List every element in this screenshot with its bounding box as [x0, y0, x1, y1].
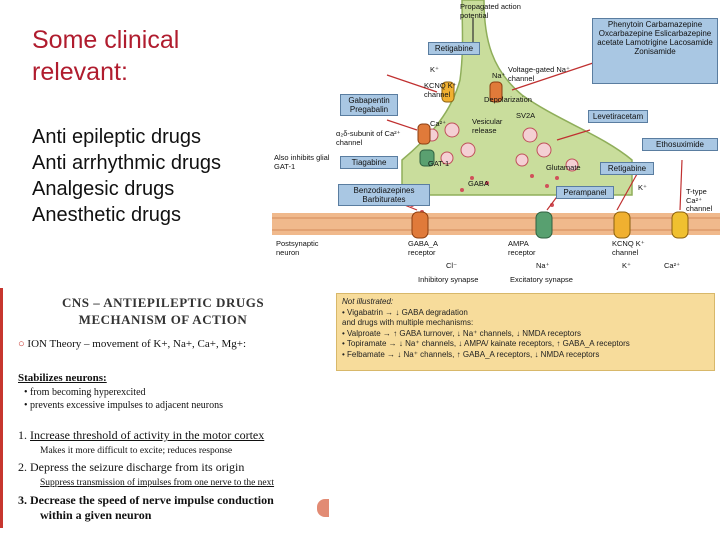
- stabilizes-item-1: • from becoming hyperexcited: [24, 387, 146, 398]
- item-2-sub-text: Suppress transmission of impulses from o…: [40, 478, 275, 488]
- bullet-item: Analgesic drugs: [32, 178, 175, 200]
- kcnq-pre-channel: [441, 81, 455, 103]
- alpha2delta-label: α₂δ-subunit of Ca²⁺ channel: [336, 129, 401, 147]
- na-bottom-label: Na⁺: [536, 261, 550, 270]
- bullet-list: Anti epileptic drugs Anti arrhythmic dru…: [32, 124, 221, 228]
- red-corner-mark: [317, 499, 329, 517]
- ampa-label: AMPA receptor: [508, 239, 536, 257]
- slide-title-line-2: relevant:: [32, 58, 128, 86]
- levetiracetam-box: Levetiracetam: [588, 110, 648, 123]
- tiagabine-box: Tiagabine: [340, 156, 398, 169]
- bullet-item: Anti arrhythmic drugs: [32, 152, 221, 174]
- t-type-channel: [671, 211, 689, 239]
- depolarization-label: Depolarization: [484, 95, 532, 104]
- notes-title-line-1: CNS – ANTIEPILEPTIC DRUGS: [61, 295, 265, 310]
- item-2-sub: Suppress transmission of impulses from o…: [40, 478, 274, 488]
- gaba-a-label: GABA_A receptor: [408, 239, 438, 257]
- not-illustrated-line: • Topiramate → ↓ Na⁺ channels, ↓ AMPA/ k…: [342, 339, 630, 348]
- not-illustrated-line: and drugs with multiple mechanisms:: [342, 318, 474, 327]
- gat1-label: GAT-1: [428, 159, 450, 168]
- ca-channel: [417, 123, 431, 145]
- item-3: 3. Decrease the speed of nerve impulse c…: [18, 493, 274, 508]
- glutamate-label: Glutamate: [546, 163, 581, 172]
- item-3-cont: within a given neuron: [40, 508, 152, 522]
- bullet-item: Anesthetic drugs: [32, 204, 181, 226]
- vesicles: [425, 122, 579, 172]
- k-bottom-label: K⁺: [622, 261, 631, 270]
- gaba-a-receptor: [411, 211, 429, 239]
- voltage-gated-na-label: Voltage-gated Na⁺ channel: [508, 65, 570, 83]
- postsynaptic-label: Postsynaptic neuron: [276, 239, 319, 257]
- kcnq-post-label: KCNQ K⁺ channel: [612, 239, 645, 257]
- ca-label: Ca²⁺: [430, 119, 447, 128]
- perampanel-box: Perampanel: [556, 186, 614, 199]
- item-3-text: Decrease the speed of nerve impulse cond…: [30, 493, 274, 507]
- ethosuximide-box: Ethosuximide: [642, 138, 718, 151]
- presynaptic-terminal: [401, 0, 633, 196]
- item-1-sub: Makes it more difficult to excite; reduc…: [40, 446, 233, 456]
- notes-title: CNS – ANTIEPILEPTIC DRUGS MECHANISM OF A…: [58, 294, 268, 328]
- synapse-illustration: [272, 0, 720, 239]
- bullet-icon: ○: [18, 338, 28, 350]
- cl-label: Cl⁻: [446, 261, 458, 270]
- antiepileptic-mechanism-diagram: Propagated action potential Retigabine P…: [272, 0, 720, 290]
- not-illustrated-title: Not illustrated:: [342, 297, 394, 306]
- k-label: K⁺: [430, 65, 439, 74]
- item-2-number: 2.: [18, 460, 27, 474]
- na-label: Na⁺: [492, 71, 506, 80]
- stabilizes-item-2-text: prevents excessive impulses to adjacent …: [30, 400, 224, 411]
- also-inhibits-label: Also inhibits glial GAT-1: [274, 153, 330, 171]
- antiepileptic-notes: CNS – ANTIEPILEPTIC DRUGS MECHANISM OF A…: [0, 288, 330, 528]
- inhibition-arrows: [386, 59, 683, 211]
- postsynaptic-membrane: [272, 213, 720, 235]
- item-1-text: Increase threshold of activity in the mo…: [30, 428, 265, 442]
- kcnq-pre-label: KCNQ K⁺ channel: [424, 81, 457, 99]
- item-1: 1. Increase threshold of activity in the…: [18, 428, 264, 443]
- retigabine-right-box: Retigabine: [600, 162, 654, 175]
- stabilizes-heading: Stabilizes neurons:: [18, 372, 107, 384]
- sv2a-label: SV2A: [516, 111, 536, 120]
- item-3-number: 3.: [18, 493, 27, 507]
- gabapentin-box: Gabapentin Pregabalin: [340, 94, 398, 116]
- stabilizes-item-1-text: from becoming hyperexcited: [30, 387, 146, 398]
- retigabine-box: Retigabine: [428, 42, 480, 55]
- k-right-label: K⁺: [638, 183, 647, 192]
- ampa-receptor: [535, 211, 553, 239]
- notes-left-bar: [0, 288, 3, 528]
- na-channel: [489, 81, 503, 103]
- propagated-label: Propagated action potential: [460, 2, 521, 20]
- notes-title-line-2: MECHANISM OF ACTION: [78, 312, 248, 327]
- t-type-label: T-type Ca²⁺ channel: [686, 187, 713, 213]
- excitatory-synapse-label: Excitatory synapse: [510, 275, 573, 284]
- stabilizes-item-2: • prevents excessive impulses to adjacen…: [24, 400, 224, 411]
- inhibitory-synapse-label: Inhibitory synapse: [418, 275, 479, 284]
- not-illustrated-line: • Valproate → ↑ GABA turnover, ↓ Na⁺ cha…: [342, 328, 581, 338]
- not-illustrated-line: • Vigabatrin → ↓ GABA degradation: [342, 307, 468, 317]
- ion-theory: ○ ION Theory – movement of K+, Na+, Ca+,…: [18, 338, 246, 350]
- vesicular-release-label: Vesicular release: [472, 117, 503, 135]
- kcnq-post-channel: [613, 211, 631, 239]
- bullet-item: Anti epileptic drugs: [32, 126, 201, 148]
- item-2-text: Depress the seizure discharge from its o…: [30, 460, 245, 474]
- item-1-number: 1.: [18, 428, 27, 442]
- slide-title-line-1: Some clinical: [32, 26, 180, 54]
- item-2: 2. Depress the seizure discharge from it…: [18, 460, 244, 475]
- membrane-stripes: [272, 217, 720, 231]
- benzodiazepines-box: Benzodiazepines Barbiturates: [338, 184, 430, 206]
- gat-1-transporter: [419, 149, 435, 167]
- gaba-label: GABA: [468, 179, 489, 188]
- not-illustrated-line: • Felbamate → ↓ Na⁺ channels, ↑ GABA_A r…: [342, 349, 600, 359]
- slide-title: Some clinical relevant:: [32, 24, 179, 88]
- ca-bottom-label: Ca²⁺: [664, 261, 681, 270]
- ion-theory-text: ION Theory – movement of K+, Na+, Ca+, M…: [27, 338, 247, 350]
- not-illustrated-box: Not illustrated: • Vigabatrin → ↓ GABA d…: [336, 293, 715, 371]
- sodium-channel-drugs-box: Phenytoin Carbamazepine Oxcarbazepine Es…: [592, 18, 718, 84]
